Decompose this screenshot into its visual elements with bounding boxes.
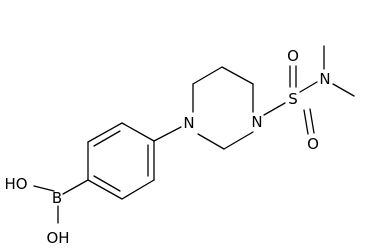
- ring-bond-4: [87, 179, 123, 200]
- piperazine-ring: N N: [183, 66, 263, 150]
- boron-oh-top-bond: [33, 185, 55, 192]
- ho-top-label: HO: [4, 175, 27, 193]
- ring-bond-5: [121, 179, 155, 200]
- ring-bond-2: [87, 122, 123, 143]
- ho-bottom-label: OH: [46, 229, 69, 247]
- boronic-acid-group: HO B OH: [4, 175, 89, 247]
- o-top-label: O: [287, 47, 299, 65]
- aryl-boron-bond: [62, 179, 89, 195]
- boron-label: B: [52, 189, 62, 207]
- sulfonyl-group: S O O: [263, 47, 319, 153]
- sulfur-o-bottom-bond-b: [309, 108, 315, 134]
- sulfur-o-bottom-bond-a: [303, 109, 309, 135]
- benzene-ring: [87, 122, 155, 200]
- ring-double-2: [93, 175, 121, 192]
- o-bottom-label: O: [307, 135, 319, 153]
- pip-bond-2: [192, 66, 223, 85]
- pip-bond-3: [221, 66, 254, 85]
- pip-bond-5: [223, 131, 254, 150]
- sulfur-label: S: [288, 90, 298, 108]
- sulfur-n-bond: [299, 81, 318, 93]
- n-sulfur-bond: [263, 102, 286, 116]
- ring-double-1: [93, 130, 121, 147]
- ring-bond-1: [121, 122, 155, 142]
- methyl-right-bond: [332, 83, 355, 97]
- aryl-nitrogen-bond: [153, 126, 182, 142]
- n-sulfonyl-label: N: [251, 113, 262, 131]
- dimethylamino-group: N: [319, 45, 355, 97]
- n-aryl-label: N: [183, 114, 194, 132]
- n-dimethyl-label: N: [319, 70, 330, 88]
- pip-bond-6: [197, 133, 225, 150]
